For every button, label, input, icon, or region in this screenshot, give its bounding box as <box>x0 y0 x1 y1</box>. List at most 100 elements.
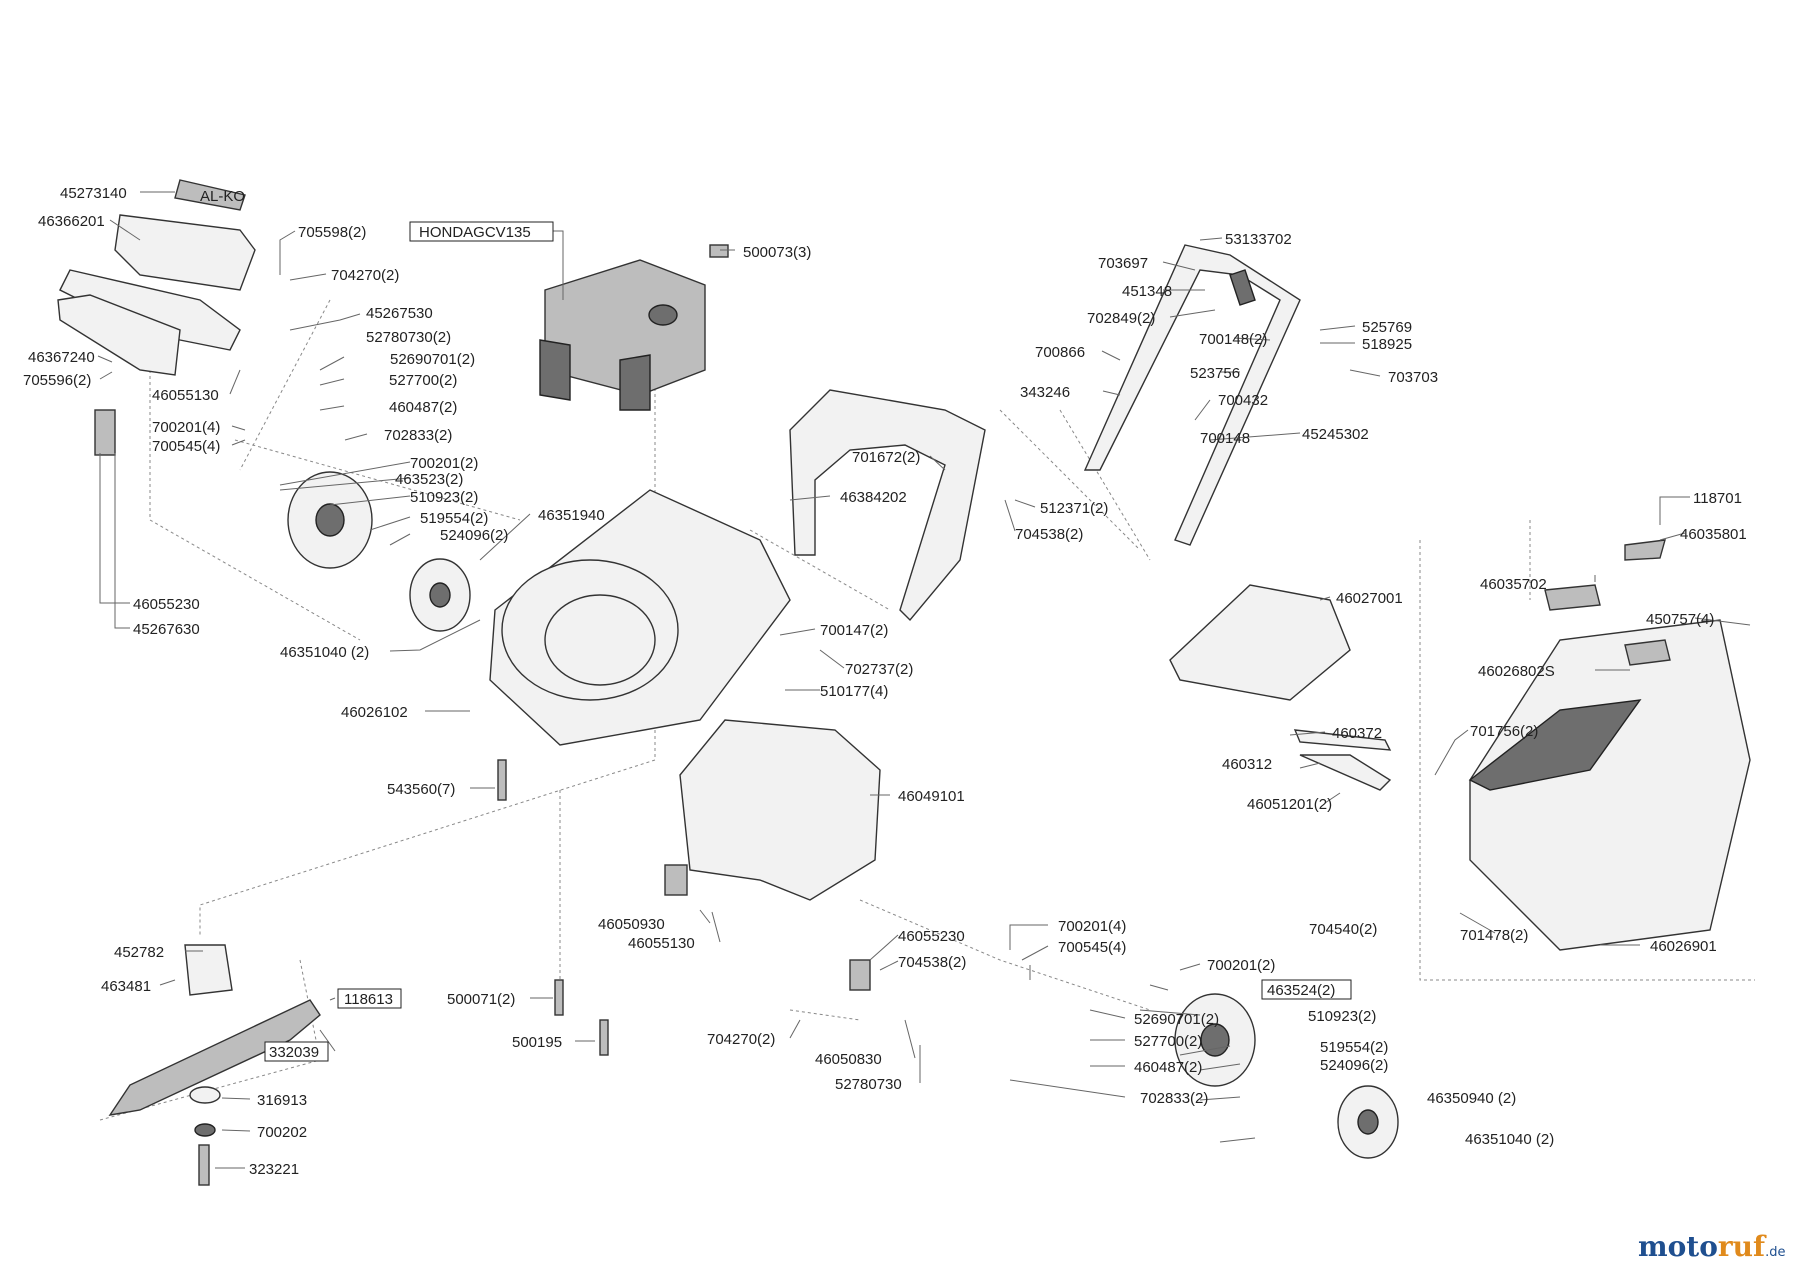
lower-handle-part <box>789 389 986 622</box>
label-519554-top: 519554(2) <box>420 510 488 527</box>
motoruf-watermark: motoruf.de <box>1638 1230 1785 1263</box>
label-452782: 452782 <box>114 944 164 961</box>
label-450757: 450757(4) <box>1646 611 1714 628</box>
blade-adapter-part <box>184 944 233 1186</box>
label-500073: 500073(3) <box>743 244 811 261</box>
label-524096-top: 524096(2) <box>440 527 508 544</box>
label-463524: 463524(2) <box>1267 982 1335 999</box>
label-45273140: 45273140 <box>60 185 127 202</box>
label-704540: 704540(2) <box>1309 921 1377 938</box>
label-705596: 705596(2) <box>23 372 91 389</box>
label-512371: 512371(2) <box>1040 500 1108 517</box>
grass-box-part <box>1468 619 1751 951</box>
label-46035801: 46035801 <box>1680 526 1747 543</box>
label-52690701-top: 52690701(2) <box>390 351 475 368</box>
engine-part <box>539 259 706 411</box>
front-left-wheel-part <box>287 471 373 569</box>
label-510177: 510177(4) <box>820 683 888 700</box>
label-46026802S: 46026802S <box>1478 663 1555 680</box>
label-705598: 705598(2) <box>298 224 366 241</box>
discharge-chute-part <box>679 719 881 901</box>
leader-lines <box>97 191 1751 1169</box>
label-527700-top: 527700(2) <box>389 372 457 389</box>
label-463523: 463523(2) <box>395 471 463 488</box>
label-700201-2-top: 700201(2) <box>410 455 478 472</box>
label-460312: 460312 <box>1222 756 1272 773</box>
label-703703: 703703 <box>1388 369 1438 386</box>
label-46051201: 46051201(2) <box>1247 796 1332 813</box>
label-700545-top: 700545(4) <box>152 438 220 455</box>
label-510923-top: 510923(2) <box>410 489 478 506</box>
label-52780730-bottom: 52780730 <box>835 1076 902 1093</box>
label-316913: 316913 <box>257 1092 307 1109</box>
label-46026102: 46026102 <box>341 704 408 721</box>
label-460487-bottom: 460487(2) <box>1134 1059 1202 1076</box>
label-46026901: 46026901 <box>1650 938 1717 955</box>
label-700201-4-bottom: 700201(4) <box>1058 918 1126 935</box>
watermark-suffix: .de <box>1765 1245 1785 1260</box>
label-463481: 463481 <box>101 978 151 995</box>
label-46049101: 46049101 <box>898 788 965 805</box>
label-46384202: 46384202 <box>840 489 907 506</box>
label-702849: 702849(2) <box>1087 310 1155 327</box>
label-701756: 701756(2) <box>1470 723 1538 740</box>
label-53133702: 53133702 <box>1225 231 1292 248</box>
label-527700-bottom: 527700(2) <box>1134 1033 1202 1050</box>
box-463524 <box>1261 979 1352 1000</box>
label-524096-bottom: 524096(2) <box>1320 1057 1388 1074</box>
label-543560: 543560(7) <box>387 781 455 798</box>
label-518925: 518925 <box>1362 336 1412 353</box>
label-46050830: 46050830 <box>815 1051 882 1068</box>
label-700147: 700147(2) <box>820 622 888 639</box>
label-45267630: 45267630 <box>133 621 200 638</box>
box-332039 <box>264 1041 329 1062</box>
label-118613: 118613 <box>344 991 393 1008</box>
blade-part <box>108 999 321 1116</box>
watermark-ruf: ruf <box>1718 1230 1767 1263</box>
label-702833-bottom: 702833(2) <box>1140 1090 1208 1107</box>
grass-box-small-parts <box>1293 539 1666 751</box>
label-525769: 525769 <box>1362 319 1412 336</box>
label-703697: 703697 <box>1098 255 1148 272</box>
label-118701: 118701 <box>1693 490 1742 507</box>
label-523756: 523756 <box>1190 365 1240 382</box>
label-343246: 343246 <box>1020 384 1070 401</box>
front-left-hubcap-part <box>409 558 471 632</box>
label-500195: 500195 <box>512 1034 562 1051</box>
label-451348: 451348 <box>1122 283 1172 300</box>
label-45267530: 45267530 <box>366 305 433 322</box>
rear-right-wheel-part <box>1174 993 1256 1087</box>
svg-text:motoruf.de: motoruf.de <box>1638 1230 1785 1263</box>
label-52690701-bottom: 52690701(2) <box>1134 1011 1219 1028</box>
label-46351040-top: 46351040 (2) <box>280 644 369 661</box>
hardware-small-parts <box>94 244 1392 1056</box>
label-46366201: 46366201 <box>38 213 105 230</box>
grass-box-lid-part <box>1169 584 1351 701</box>
label-500071: 500071(2) <box>447 991 515 1008</box>
honda-engine-box <box>409 221 554 242</box>
label-460372: 460372 <box>1332 725 1382 742</box>
label-46035702: 46035702 <box>1480 576 1547 593</box>
label-704538-bottom: 704538(2) <box>898 954 966 971</box>
upper-handle-part <box>1083 244 1301 546</box>
label-700866: 700866 <box>1035 344 1085 361</box>
label-46367240: 46367240 <box>28 349 95 366</box>
alko-logo-text: AL-KO <box>200 188 245 205</box>
watermark-moto: moto <box>1638 1230 1718 1263</box>
label-700148-2: 700148(2) <box>1199 331 1267 348</box>
label-701478: 701478(2) <box>1460 927 1528 944</box>
label-46055130-bottom: 46055130 <box>628 935 695 952</box>
alko-badge: AL-KO <box>174 179 246 211</box>
rear-flap-part <box>57 214 256 376</box>
label-460487-top: 460487(2) <box>389 399 457 416</box>
label-hondagcv135: HONDAGCV135 <box>419 224 531 241</box>
label-702737: 702737(2) <box>845 661 913 678</box>
label-45245302: 45245302 <box>1302 426 1369 443</box>
rear-right-hubcap-part <box>1337 1085 1399 1159</box>
label-700202: 700202 <box>257 1124 307 1141</box>
label-519554-bottom: 519554(2) <box>1320 1039 1388 1056</box>
label-700201-2-bottom: 700201(2) <box>1207 957 1275 974</box>
label-46055230-top: 46055230 <box>133 596 200 613</box>
label-510923-bottom: 510923(2) <box>1308 1008 1376 1025</box>
